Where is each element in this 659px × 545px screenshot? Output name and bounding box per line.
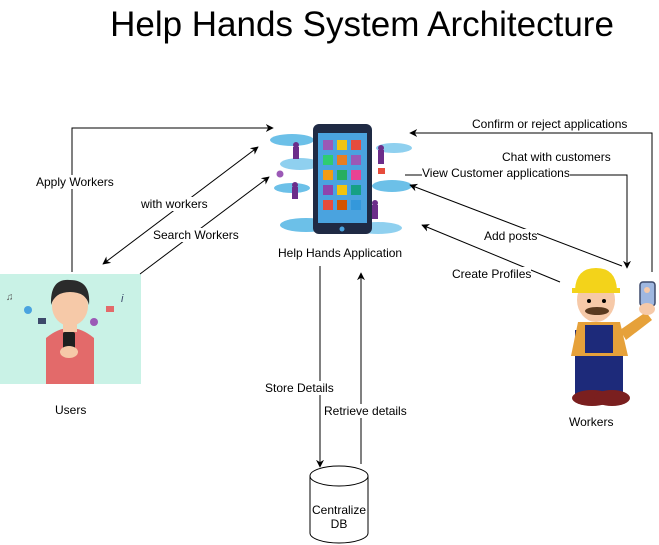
view-customer-apps-label: View Customer applications [422, 166, 570, 180]
centralize-db-cylinder [309, 465, 369, 544]
edge-create-profiles [421, 224, 561, 283]
svg-text:♫: ♫ [6, 292, 14, 303]
create-profiles-label: Create Profiles [452, 267, 532, 281]
users-node-label: Users [55, 403, 87, 417]
edge-confirm-reject [409, 129, 653, 272]
svg-text:i: i [121, 293, 124, 305]
add-posts-label: Add posts [484, 229, 538, 243]
edge-apply-workers [71, 124, 274, 272]
edge-search-workers [139, 176, 270, 275]
search-workers-label: Search Workers [153, 228, 239, 242]
help-hands-app-icon [270, 124, 412, 234]
confirm-reject-label: Confirm or reject applications [472, 117, 628, 131]
users-illustration: ♫ i [0, 274, 141, 384]
edge-chat-customers [409, 183, 623, 267]
retrieve-details-label: Retrieve details [324, 404, 407, 418]
workers-node-label: Workers [569, 415, 614, 429]
store-details-label: Store Details [265, 381, 334, 395]
with-workers-label: with workers [141, 197, 208, 211]
apply-workers-label: Apply Workers [36, 175, 114, 189]
chat-customers-label: Chat with customers [502, 150, 611, 164]
app-node-label: Help Hands Application [278, 246, 403, 260]
workers-illustration [571, 268, 656, 406]
diagram-title: Help Hands System Architecture [110, 5, 614, 44]
edge-view-customer-apps [405, 174, 631, 269]
db-node-label: Centralize DB [311, 503, 367, 531]
